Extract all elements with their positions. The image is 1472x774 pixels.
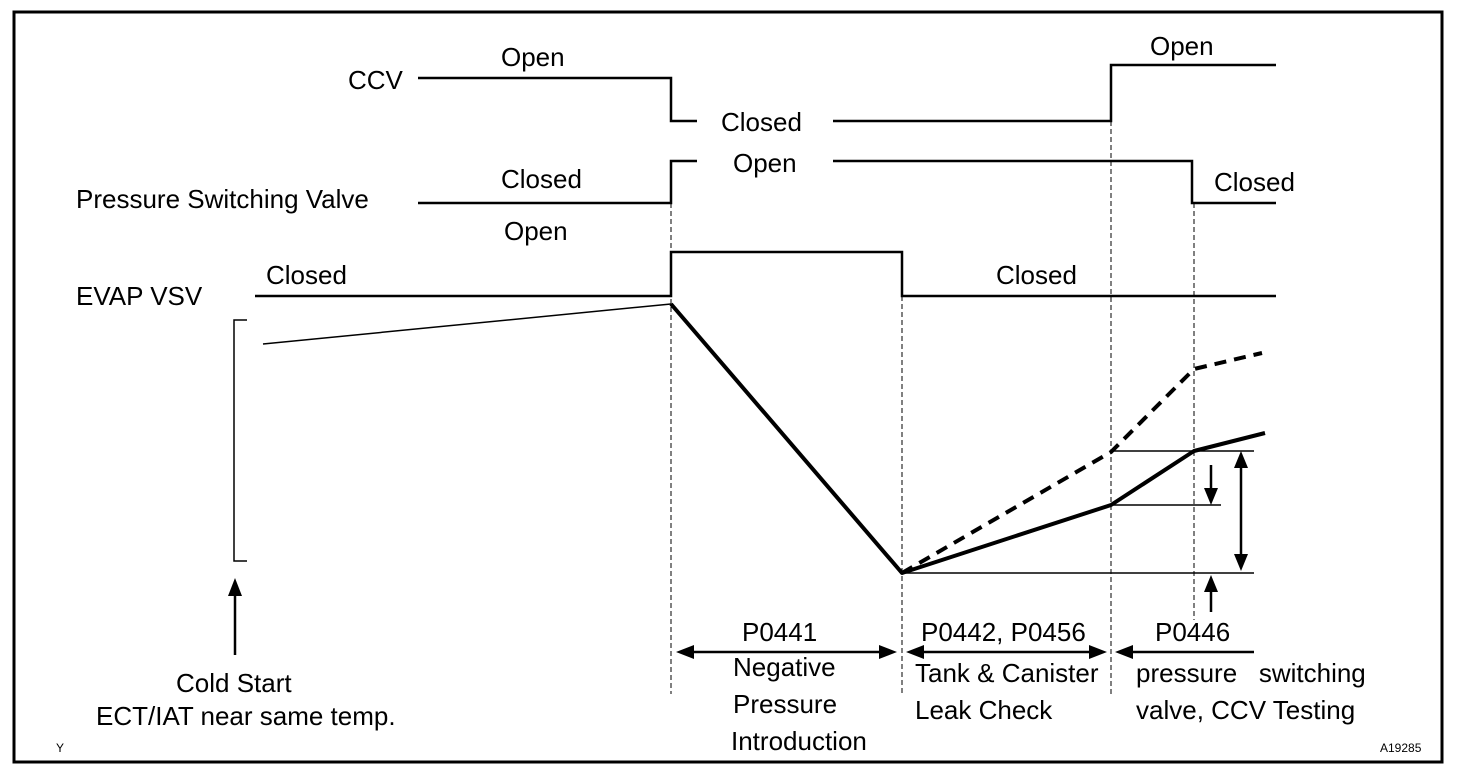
ccv-signal-line-b [833, 63, 1276, 123]
evap-signal-line [255, 250, 1276, 298]
psv-label: Pressure Switching Valve [76, 184, 369, 214]
phase-1-right-head [879, 645, 897, 659]
phase-2-desc-line1: Tank & Canister [915, 658, 1099, 688]
phase-2-desc-line2: Leak Check [915, 695, 1053, 725]
rise-arrowhead [1204, 575, 1218, 592]
pressure-axis-bracket [233, 319, 247, 562]
span-arrow-top-head [1234, 451, 1248, 468]
phase-3-code: P0446 [1155, 617, 1230, 647]
evap-state-open: Open [504, 216, 568, 246]
evap-label: EVAP VSV [76, 281, 203, 311]
ccv-state-open-2: Open [1150, 31, 1214, 61]
psv-signal-line-a [418, 159, 697, 205]
cold-start-label: Cold Start [176, 668, 292, 698]
phase-2-right-head [1089, 645, 1107, 659]
phase-2-code: P0442, P0456 [921, 617, 1086, 647]
phase-1-desc-line2: Pressure [733, 689, 837, 719]
psv-signal-line-b [833, 159, 1276, 205]
phase-1-desc-line1: Negative [733, 652, 836, 682]
pressure-trace-solid [669, 302, 1266, 575]
phase-3-left-head [1115, 645, 1133, 659]
psv-state-closed-2: Closed [1214, 167, 1295, 197]
phase-3-desc-line2: valve, CCV Testing [1136, 695, 1355, 725]
pressure-trace-dashed [900, 351, 1263, 575]
psv-state-closed-1: Closed [501, 164, 582, 194]
phase-2-left-head [906, 645, 924, 659]
ccv-state-open-1: Open [501, 42, 565, 72]
corner-mark-y: Y [56, 741, 64, 755]
pressure-trace-initial [262, 303, 672, 345]
figure-id: A19285 [1380, 741, 1422, 755]
phase-1-left-head [676, 645, 694, 659]
ccv-signal-line-a [418, 76, 697, 123]
cold-start-arrowhead [228, 578, 242, 596]
diagram-frame [12, 10, 1444, 764]
psv-state-open: Open [733, 148, 797, 178]
phase-3-desc-line1: pressure switching [1136, 658, 1366, 688]
phase-1-desc-line3: Introduction [731, 726, 867, 756]
evap-state-closed-1: Closed [266, 260, 347, 290]
cold-start-condition: ECT/IAT near same temp. [96, 701, 396, 731]
evap-state-closed-2: Closed [996, 260, 1077, 290]
ccv-label: CCV [348, 65, 404, 95]
span-arrow-bottom-head [1234, 554, 1248, 571]
phase-1-code: P0441 [742, 617, 817, 647]
short-drop-arrowhead [1204, 488, 1218, 505]
ccv-state-closed: Closed [721, 107, 802, 137]
